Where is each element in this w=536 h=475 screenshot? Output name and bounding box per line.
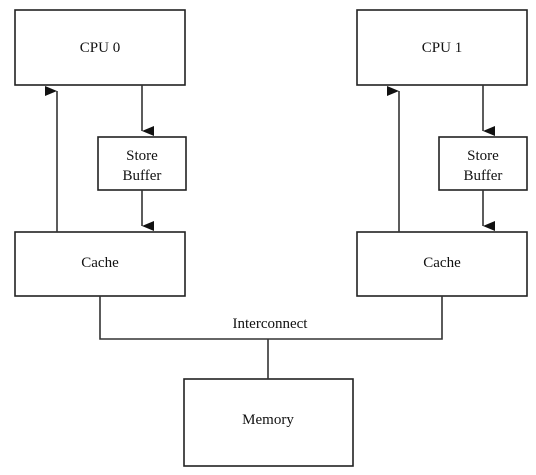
- cpu-1-label: CPU 1: [422, 40, 462, 56]
- cache-0-node: Cache: [14, 231, 186, 297]
- store-buffer-1-label-line-2: Buffer: [464, 168, 503, 184]
- store-buffer-1-label-line-1: Store: [467, 148, 499, 164]
- memory-node: Memory: [183, 378, 354, 467]
- store-buffer-1-node: Store Buffer: [438, 136, 528, 191]
- store-buffer-0-label-line-2: Buffer: [123, 168, 162, 184]
- cache-1-node: Cache: [356, 231, 528, 297]
- store-buffer-0-node: Store Buffer: [97, 136, 187, 191]
- interconnect-label: Interconnect: [233, 316, 309, 332]
- interconnect-bus: [99, 296, 443, 340]
- cache-0-label: Cache: [81, 255, 119, 271]
- cpu-0-label: CPU 0: [80, 40, 120, 56]
- cache-1-label: Cache: [423, 255, 461, 271]
- memory-label: Memory: [242, 412, 294, 428]
- cpu-0-node: CPU 0: [14, 9, 186, 86]
- store-buffer-0-label-line-1: Store: [126, 148, 158, 164]
- cpu-1-node: CPU 1: [356, 9, 528, 86]
